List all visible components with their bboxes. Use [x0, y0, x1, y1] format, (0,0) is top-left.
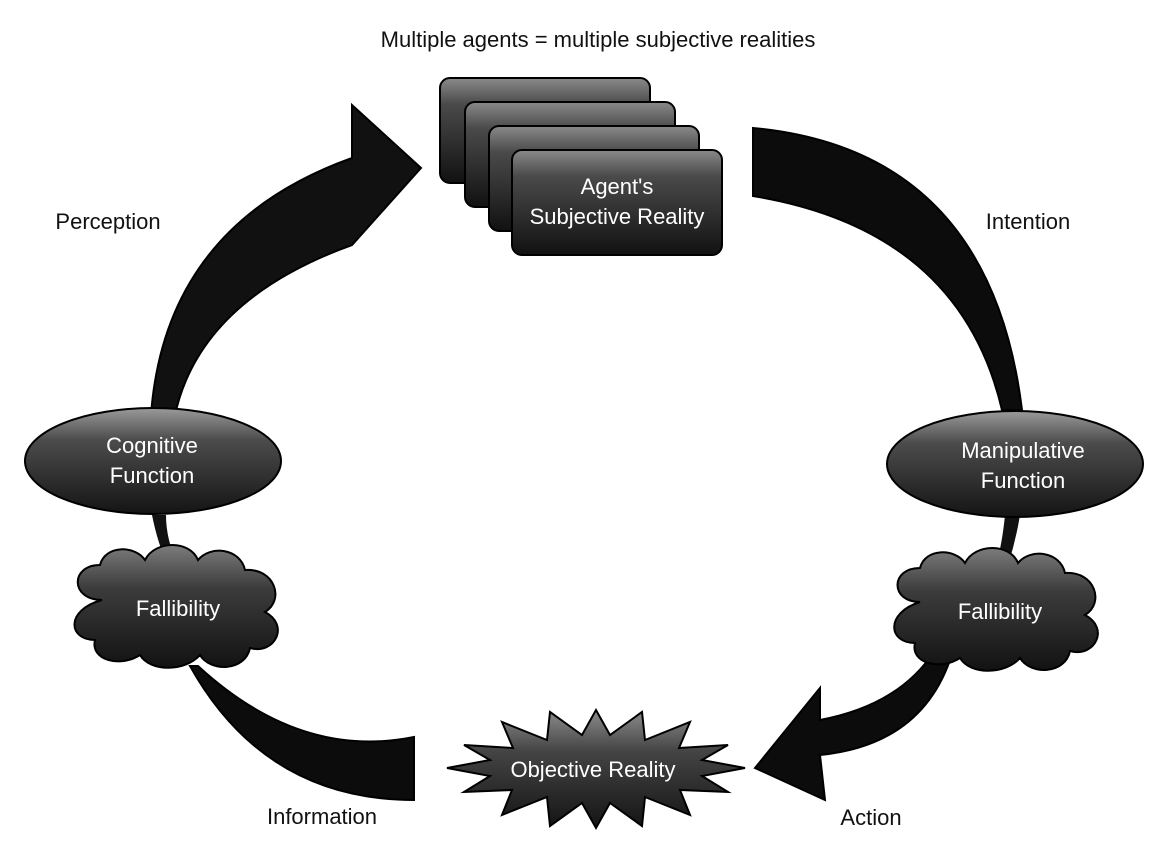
fallibility-left-label: Fallibility — [136, 596, 220, 621]
subjective-reality-label-line1: Agent's — [581, 174, 654, 199]
subjective-reality-card — [511, 149, 723, 256]
objective-reality-label: Objective Reality — [510, 757, 675, 782]
information-arrow — [188, 665, 415, 802]
perception-label: Perception — [55, 209, 160, 234]
cognitive-function-label-line1: Cognitive — [106, 433, 198, 458]
manipulative-function-label-line2: Function — [981, 468, 1065, 493]
manipulative-function-label-line1: Manipulative — [961, 438, 1085, 463]
intention-label: Intention — [986, 209, 1070, 234]
action-label: Action — [840, 805, 901, 830]
diagram-title: Multiple agents = multiple subjective re… — [381, 27, 816, 52]
subjective-reality-stack: Agent's Subjective Reality — [439, 77, 723, 256]
manipulative-function-node: Manipulative Function — [886, 410, 1144, 518]
fallibility-cloud-right: Fallibility — [893, 547, 1099, 672]
objective-reality-node: Objective Reality — [446, 707, 746, 831]
subjective-reality-label-line2: Subjective Reality — [530, 204, 705, 229]
perception-arrow — [149, 102, 423, 416]
cognitive-function-node: Cognitive Function — [24, 407, 282, 515]
cognitive-function-label-line2: Function — [110, 463, 194, 488]
action-arrow — [753, 648, 952, 802]
fallibility-cloud-left: Fallibility — [73, 544, 279, 669]
fallibility-right-label: Fallibility — [958, 599, 1042, 624]
intention-arrow — [752, 126, 1024, 411]
information-label: Information — [267, 804, 377, 829]
